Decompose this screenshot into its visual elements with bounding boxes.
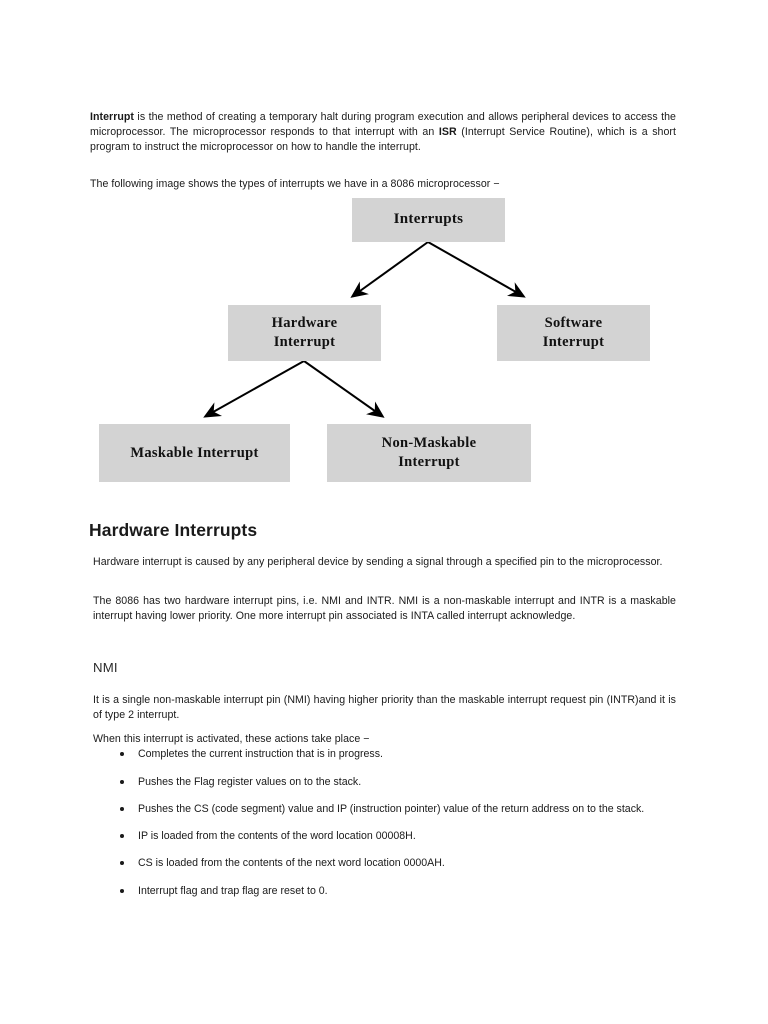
bullet-dot-icon — [120, 807, 124, 812]
list-item-text: CS is loaded from the contents of the ne… — [138, 857, 445, 870]
list-item: CS is loaded from the contents of the ne… — [118, 856, 678, 871]
list-item-text: Pushes the Flag register values on to th… — [138, 775, 362, 788]
following-image-paragraph: The following image shows the types of i… — [90, 177, 500, 190]
diagram-node-non-maskable-interrupt: Non-Maskable Interrupt — [327, 424, 531, 482]
list-item-text: Pushes the CS (code segment) value and I… — [138, 803, 645, 816]
arrow-hardware-to-maskable — [203, 360, 305, 418]
list-item-text: Interrupt flag and trap flag are reset t… — [138, 885, 328, 898]
intro-bold-interrupt: Interrupt — [90, 110, 134, 123]
diagram-node-software-interrupt: Software Interrupt — [497, 305, 650, 361]
bullet-dot-icon — [120, 779, 124, 784]
hardware-interrupts-paragraph-1: Hardware interrupt is caused by any peri… — [93, 555, 663, 568]
intro-text-2: (Interrupt Service Routine), which is a … — [90, 125, 677, 153]
bullet-dot-icon — [120, 861, 124, 866]
list-item-text: Completes the current instruction that i… — [138, 748, 383, 760]
list-item: IP is loaded from the contents of the wo… — [118, 829, 678, 844]
intro-paragraph: Interrupt is the method of creating a te… — [90, 110, 676, 156]
section-heading-hardware-interrupts: Hardware Interrupts — [89, 519, 258, 540]
list-item-text: IP is loaded from the contents of the wo… — [138, 829, 416, 842]
arrow-hardware-to-non-maskable — [303, 360, 385, 418]
nmi-actions-list: Completes the current instruction that i… — [118, 747, 678, 912]
bullet-dot-icon — [120, 889, 124, 894]
arrow-root-to-software — [427, 241, 526, 298]
bullet-dot-icon — [120, 833, 124, 838]
nmi-paragraph-2: When this interrupt is activated, these … — [93, 732, 370, 745]
arrow-root-to-hardware — [350, 241, 429, 298]
list-item: Pushes the CS (code segment) value and I… — [118, 802, 678, 817]
intro-text-1: is the method of creating a temporary ha… — [90, 110, 676, 138]
section-heading-nmi: NMI — [93, 660, 118, 676]
list-item: Completes the current instruction that i… — [118, 747, 678, 762]
diagram-arrows — [203, 241, 526, 418]
diagram-node-interrupts: Interrupts — [352, 198, 505, 242]
diagram-node-hardware-interrupt: Hardware Interrupt — [228, 305, 381, 361]
hardware-interrupts-paragraph-2: The 8086 has two hardware interrupt pins… — [93, 594, 676, 622]
interrupt-types-diagram: Interrupts Hardware Interrupt Software I… — [0, 190, 768, 490]
intro-bold-isr: ISR — [438, 125, 457, 138]
list-item: Interrupt flag and trap flag are reset t… — [118, 884, 678, 899]
nmi-paragraph-1: It is a single non-maskable interrupt pi… — [93, 693, 676, 721]
diagram-node-maskable-interrupt: Maskable Interrupt — [99, 424, 290, 482]
bullet-dot-icon — [120, 752, 124, 756]
list-item: Pushes the Flag register values on to th… — [118, 775, 678, 790]
